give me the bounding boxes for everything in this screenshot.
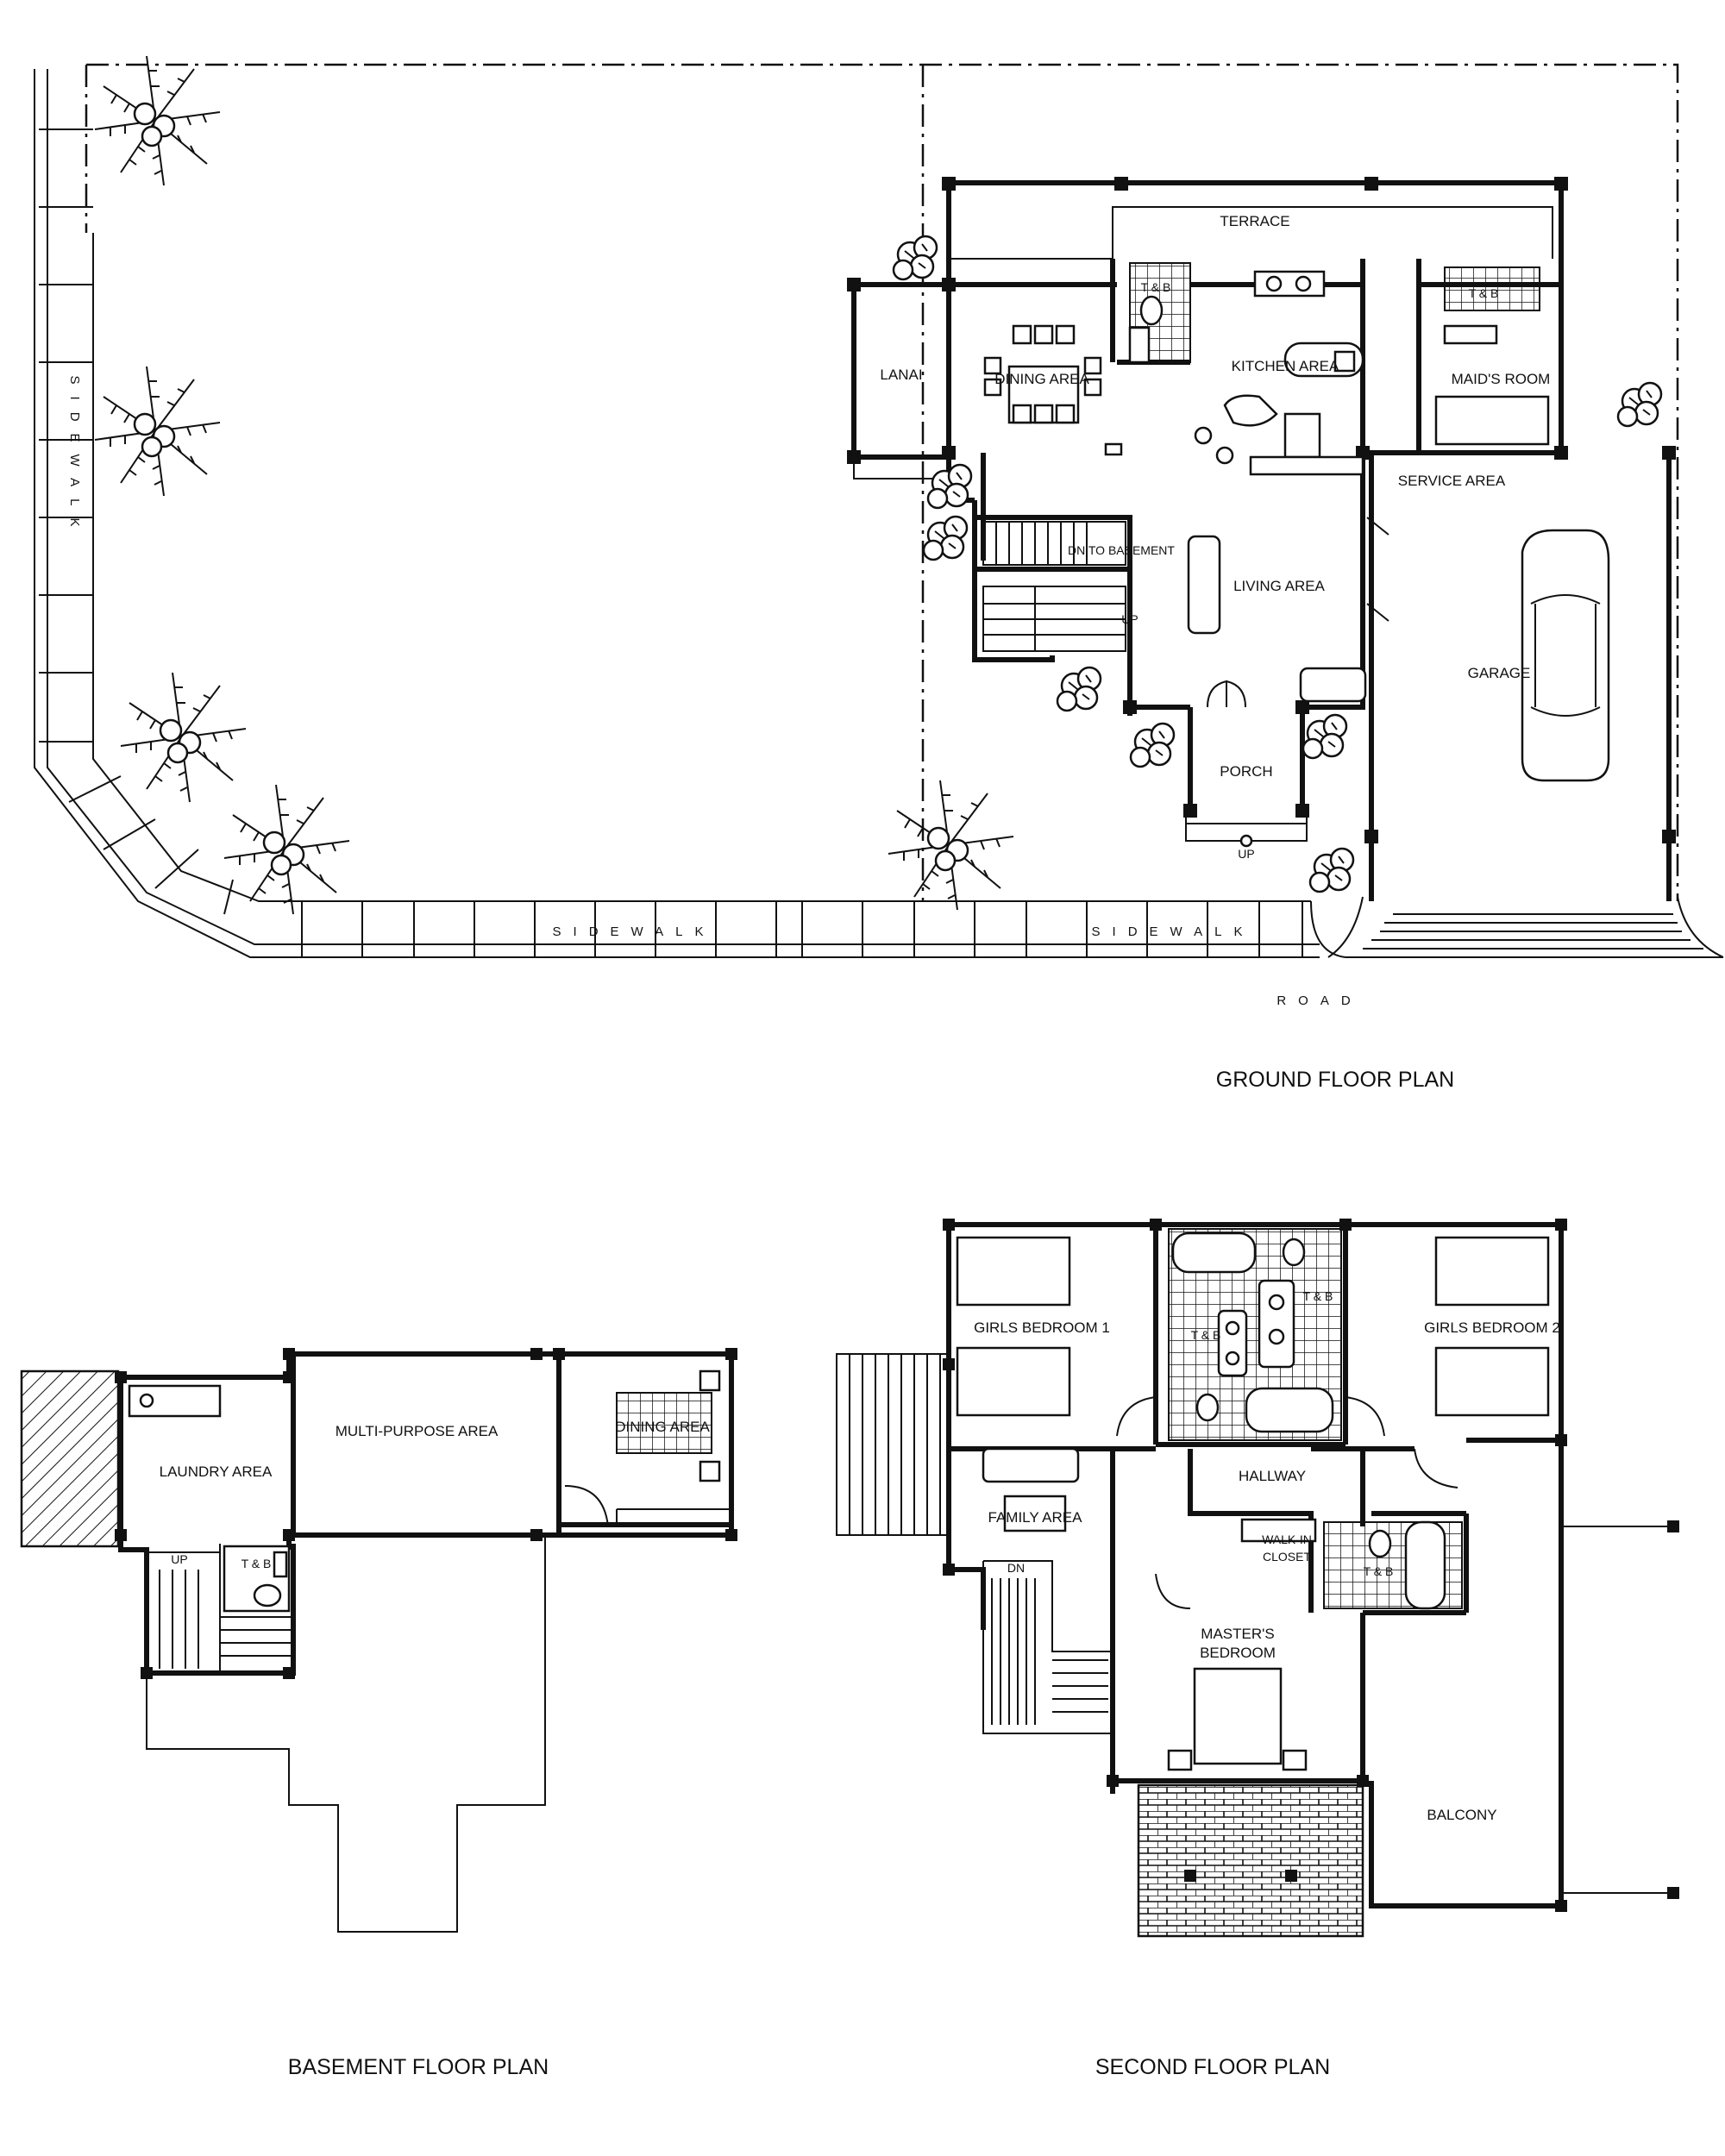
room-label-girls-bedroom-2: GIRLS BEDROOM 2 xyxy=(1424,1319,1560,1336)
shrub-icon xyxy=(1616,381,1663,428)
basement-counter xyxy=(616,1508,731,1526)
room-label-tb: T & B xyxy=(1303,1289,1333,1303)
room-label-multi-purpose: MULTI-PURPOSE AREA xyxy=(336,1423,499,1439)
shrub-icon xyxy=(1308,847,1355,893)
basement-dining-table xyxy=(616,1392,712,1454)
second-floor-title: SECOND FLOOR PLAN xyxy=(1095,2055,1330,2079)
room-label-lanai: LANAI xyxy=(880,367,922,383)
basement-retaining-wall xyxy=(20,1369,120,1548)
basement-columns xyxy=(115,1348,737,1679)
basement-door xyxy=(564,1485,609,1527)
shrub-icon xyxy=(922,515,969,561)
room-label-balcony: BALCONY xyxy=(1427,1807,1496,1823)
room-label-walk-in-closet: CLOSET xyxy=(1263,1550,1311,1564)
shrub-icon xyxy=(926,463,973,510)
palm-tree-icon xyxy=(93,54,222,187)
driveway xyxy=(1327,896,1724,958)
basement-footprint-outline xyxy=(146,1535,546,1933)
porch-up-marker xyxy=(1239,834,1253,848)
entry-door xyxy=(1207,680,1246,708)
shrub-icon xyxy=(1129,722,1176,768)
shrub-icon xyxy=(1302,713,1348,760)
room-label-living: LIVING AREA xyxy=(1233,578,1325,594)
service-doors xyxy=(1366,517,1389,622)
second-floor-stairs xyxy=(982,1560,1113,1734)
room-label-maids-room: MAID'S ROOM xyxy=(1452,371,1551,387)
sidewalk-label: SIDEWALK xyxy=(67,376,82,539)
palm-tree-icon xyxy=(119,671,248,804)
sidewalk-side xyxy=(34,69,1346,958)
porch-up-note: UP xyxy=(1238,847,1254,861)
room-label-tb: T & B xyxy=(1364,1564,1394,1578)
ground-stairs xyxy=(982,521,1126,652)
ground-floor-plan: TERRACE LANAI DINING AREA KITCHEN AREA M… xyxy=(34,54,1724,1092)
second-floor-plan: GIRLS BEDROOM 1 GIRLS BEDROOM 2 T & B T … xyxy=(836,1219,1679,2079)
garage-car xyxy=(1521,529,1610,782)
room-label-tb: T & B xyxy=(1469,286,1499,300)
maids-room-fixtures xyxy=(1128,262,1550,446)
room-label-tb: T & B xyxy=(242,1557,272,1570)
palm-tree-icon xyxy=(93,365,222,498)
master-bed xyxy=(1193,1667,1283,1765)
sidewalk-label: SIDEWALK xyxy=(1092,924,1255,939)
shrub-icon xyxy=(892,235,938,281)
room-label-basement-dining: DINING AREA xyxy=(615,1419,710,1435)
second-floor-columns xyxy=(943,1219,1679,1912)
bedroom-2-bed xyxy=(1434,1346,1550,1417)
property-line xyxy=(86,63,1679,901)
stair-up-note: UP xyxy=(1121,612,1138,626)
basement-stair-up-note: UP xyxy=(171,1552,187,1566)
room-label-masters-bedroom: BEDROOM xyxy=(1200,1645,1276,1661)
room-label-terrace: TERRACE xyxy=(1220,213,1289,229)
kitchen-counter-line xyxy=(949,206,1553,260)
lanai-wall xyxy=(851,183,951,460)
room-label-dining: DINING AREA xyxy=(994,371,1089,387)
balcony-rails xyxy=(1560,1440,1669,1906)
room-label-laundry: LAUNDRY AREA xyxy=(160,1463,273,1480)
living-sofa-set xyxy=(1104,442,1367,703)
basement-floor-plan: LAUNDRY AREA MULTI-PURPOSE AREA DINING A… xyxy=(20,1348,737,2079)
bedroom-1-bed xyxy=(956,1346,1071,1417)
room-label-girls-bedroom-1: GIRLS BEDROOM 1 xyxy=(974,1319,1110,1336)
room-label-hallway: HALLWAY xyxy=(1239,1468,1306,1484)
shrub-icon xyxy=(1056,666,1102,712)
room-label-walk-in-closet: WALK-IN xyxy=(1262,1532,1312,1546)
lanai-step xyxy=(853,457,950,479)
room-label-tb: T & B xyxy=(1191,1328,1221,1342)
second-floor-doors xyxy=(1116,1396,1458,1609)
dining-table xyxy=(983,324,1102,424)
room-label-family: FAMILY AREA xyxy=(988,1509,1083,1526)
palm-tree-icon xyxy=(887,779,1015,912)
sidewalk-label: SIDEWALK xyxy=(553,924,716,939)
second-floor-deck xyxy=(836,1353,950,1536)
room-label-porch: PORCH xyxy=(1220,763,1272,780)
family-table xyxy=(1003,1495,1067,1532)
basement-floor-title: BASEMENT FLOOR PLAN xyxy=(288,2055,549,2079)
room-label-kitchen: KITCHEN AREA xyxy=(1232,358,1339,374)
road-label: ROAD xyxy=(1276,993,1362,1008)
second-stair-down-note: DN xyxy=(1007,1561,1025,1575)
landscape-palms xyxy=(93,54,1015,916)
ground-floor-title: GROUND FLOOR PLAN xyxy=(1216,1068,1454,1092)
room-label-service-area: SERVICE AREA xyxy=(1398,473,1506,489)
room-label-tb: T & B xyxy=(1141,280,1171,294)
master-bedroom-deck xyxy=(1137,1783,1364,1938)
bedroom-1-bed xyxy=(956,1236,1071,1307)
room-label-garage: GARAGE xyxy=(1468,665,1531,681)
room-label-masters-bedroom: MASTER'S xyxy=(1201,1626,1274,1642)
family-sofa xyxy=(982,1447,1080,1483)
kitchen-fixtures xyxy=(1194,270,1364,476)
basement-stairs xyxy=(146,1544,293,1673)
stair-down-note: DN TO BASEMENT xyxy=(1068,543,1175,557)
bedroom-2-bed xyxy=(1434,1236,1550,1307)
